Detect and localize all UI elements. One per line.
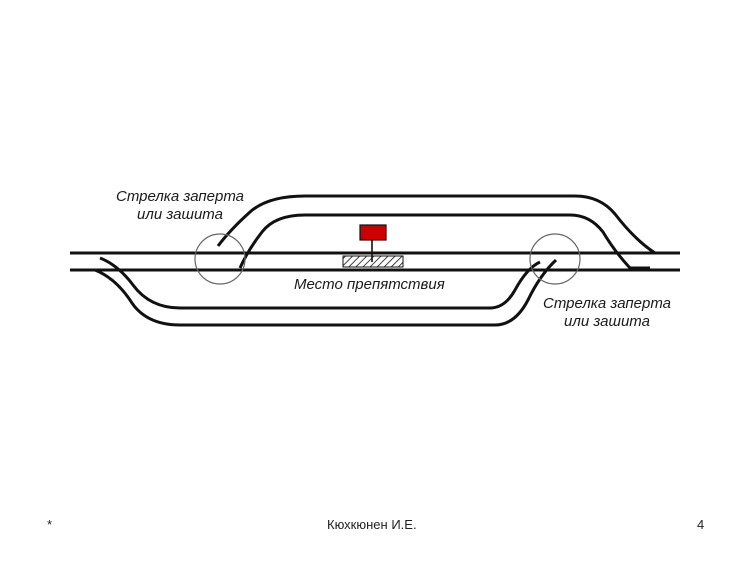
footer-author: Кюхкюнен И.Е. xyxy=(327,517,417,532)
obstacle-hatch xyxy=(342,255,404,268)
label-switch-locked-right: Стрелка заперта или зашита xyxy=(532,295,682,331)
label-switch-locked-right-line1: Стрелка заперта xyxy=(543,295,671,312)
label-obstacle-location: Место препятствия xyxy=(294,276,445,293)
upper-bypass-outer-rail xyxy=(216,194,680,255)
label-switch-locked-left-line2: или зашита xyxy=(137,206,223,223)
lower-bypass-inner-rail xyxy=(99,256,541,310)
switch-circle-left xyxy=(194,233,246,285)
footer-page-number: 4 xyxy=(697,517,705,532)
label-switch-locked-right-line2: или зашита xyxy=(564,313,650,330)
label-switch-locked-left: Стрелка заперта или зашита xyxy=(105,188,255,224)
label-switch-locked-left-line1: Стрелка заперта xyxy=(116,188,244,205)
lower-bypass-outer-rail xyxy=(70,258,558,327)
footer-marker: * xyxy=(47,517,53,532)
switch-circle-right xyxy=(529,233,581,285)
stop-signal xyxy=(359,224,387,241)
upper-bypass-inner-rail xyxy=(238,213,650,270)
